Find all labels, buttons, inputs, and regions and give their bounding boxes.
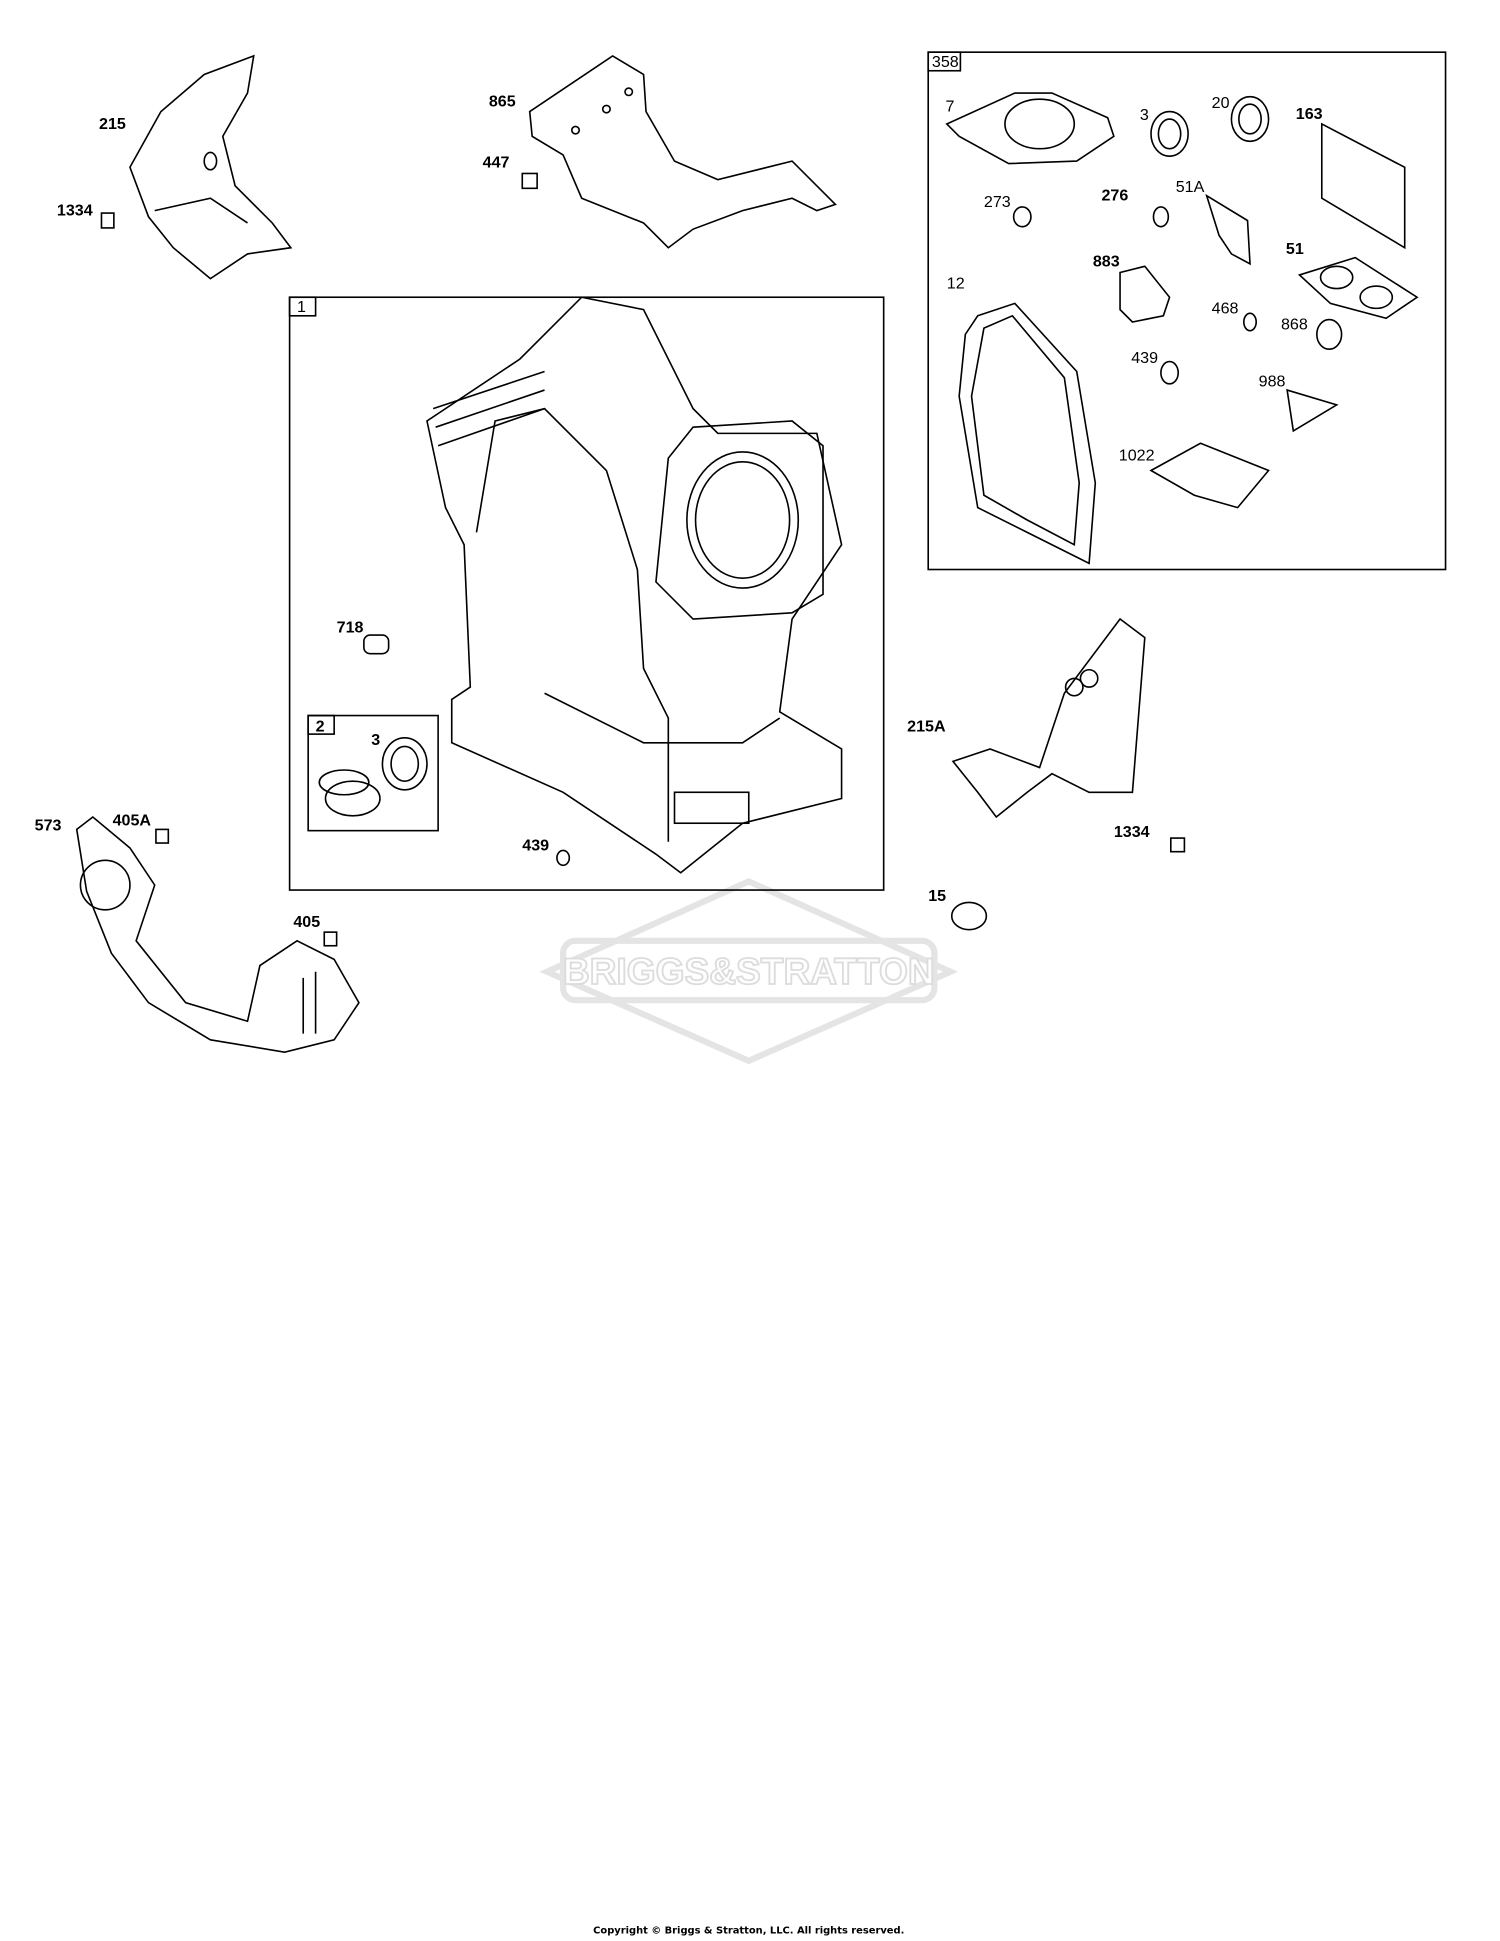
part-3-seal-b[interactable] xyxy=(1150,110,1189,157)
part-callout-label: 163 xyxy=(1296,105,1323,123)
copyright-text: Copyright © Briggs & Stratton, LLC. All … xyxy=(593,1925,904,1936)
part-callout-label: 468 xyxy=(1212,299,1239,317)
part-447-bolt[interactable] xyxy=(521,172,538,190)
part-callout-label: 405A xyxy=(113,812,152,830)
part-468-ring[interactable] xyxy=(1243,312,1257,332)
part-callout-label: 865 xyxy=(489,93,516,111)
part-callout-label: 1022 xyxy=(1119,447,1155,465)
part-1022-gasket[interactable] xyxy=(1149,442,1270,509)
part-3-seal[interactable] xyxy=(381,737,428,791)
part-callout-label: 405 xyxy=(293,913,320,931)
part-callout-label: 51 xyxy=(1286,240,1304,258)
part-12-crankcase-gasket[interactable] xyxy=(958,302,1097,565)
part-callout-label: 51A xyxy=(1176,178,1205,196)
part-1334-bolt[interactable] xyxy=(100,212,115,229)
part-callout-label: 1 xyxy=(297,298,306,316)
part-865-shield[interactable] xyxy=(528,54,837,249)
part-273-ring[interactable] xyxy=(1012,206,1032,228)
part-1334-bolt-b[interactable] xyxy=(1169,837,1186,853)
part-callout-label: 3 xyxy=(1140,106,1149,124)
briggs-stratton-watermark: BRIGGS&STRATTON xyxy=(539,878,959,1065)
part-callout-label: 439 xyxy=(522,836,549,854)
gasket-set-box: 358 xyxy=(927,51,1447,571)
part-callout-label: 1334 xyxy=(57,202,93,220)
part-51-gasket[interactable] xyxy=(1297,256,1419,320)
part-276-washer[interactable] xyxy=(1152,206,1170,228)
part-405A-bolt[interactable] xyxy=(155,828,170,844)
part-callout-label: 3 xyxy=(371,731,380,749)
part-callout-label: 15 xyxy=(928,887,946,905)
part-callout-label: 988 xyxy=(1259,372,1286,390)
part-callout-label: 2 xyxy=(316,718,325,736)
part-callout-label: 358 xyxy=(932,53,959,71)
part-573-shroud[interactable] xyxy=(75,816,360,1054)
part-215-shield[interactable] xyxy=(129,54,293,280)
part-callout-label: 7 xyxy=(946,98,955,116)
part-883-gasket[interactable] xyxy=(1119,265,1171,323)
part-callout-label: 215A xyxy=(907,718,946,736)
part-callout-label: 20 xyxy=(1212,94,1230,112)
bearing-box: 2 xyxy=(307,714,439,832)
part-callout-label: 868 xyxy=(1281,315,1308,333)
part-718-dowel[interactable] xyxy=(363,634,390,655)
part-163-gasket[interactable] xyxy=(1320,122,1406,250)
part-2-bearing[interactable] xyxy=(318,769,381,817)
part-868-valve-seal[interactable] xyxy=(1316,318,1343,351)
part-callout-label: 215 xyxy=(99,115,126,133)
part-callout-label: 12 xyxy=(947,275,965,293)
part-callout-label: 718 xyxy=(337,619,364,637)
part-callout-label: 883 xyxy=(1093,252,1120,270)
part-callout-label: 447 xyxy=(483,153,510,171)
part-405-bolt[interactable] xyxy=(323,931,338,947)
part-7-head-gasket[interactable] xyxy=(945,92,1115,165)
part-439-ring[interactable] xyxy=(556,849,571,867)
part-callout-label: 273 xyxy=(984,193,1011,211)
crankcase-box: 1 xyxy=(288,296,885,891)
part-callout-label: 276 xyxy=(1101,187,1128,205)
part-1-crankcase[interactable] xyxy=(426,296,843,874)
svg-text:BRIGGS&STRATTON: BRIGGS&STRATTON xyxy=(563,950,935,992)
part-callout-label: 573 xyxy=(35,817,62,835)
part-20-seal[interactable] xyxy=(1230,95,1270,143)
part-439-ring-b[interactable] xyxy=(1160,360,1180,385)
part-215A-shield[interactable] xyxy=(951,617,1146,819)
part-callout-label: 1334 xyxy=(1114,823,1150,841)
part-988-plate[interactable] xyxy=(1286,388,1339,433)
part-callout-label: 439 xyxy=(1131,349,1158,367)
part-15-spring[interactable] xyxy=(950,901,988,931)
part-51A-gasket[interactable] xyxy=(1205,193,1251,266)
